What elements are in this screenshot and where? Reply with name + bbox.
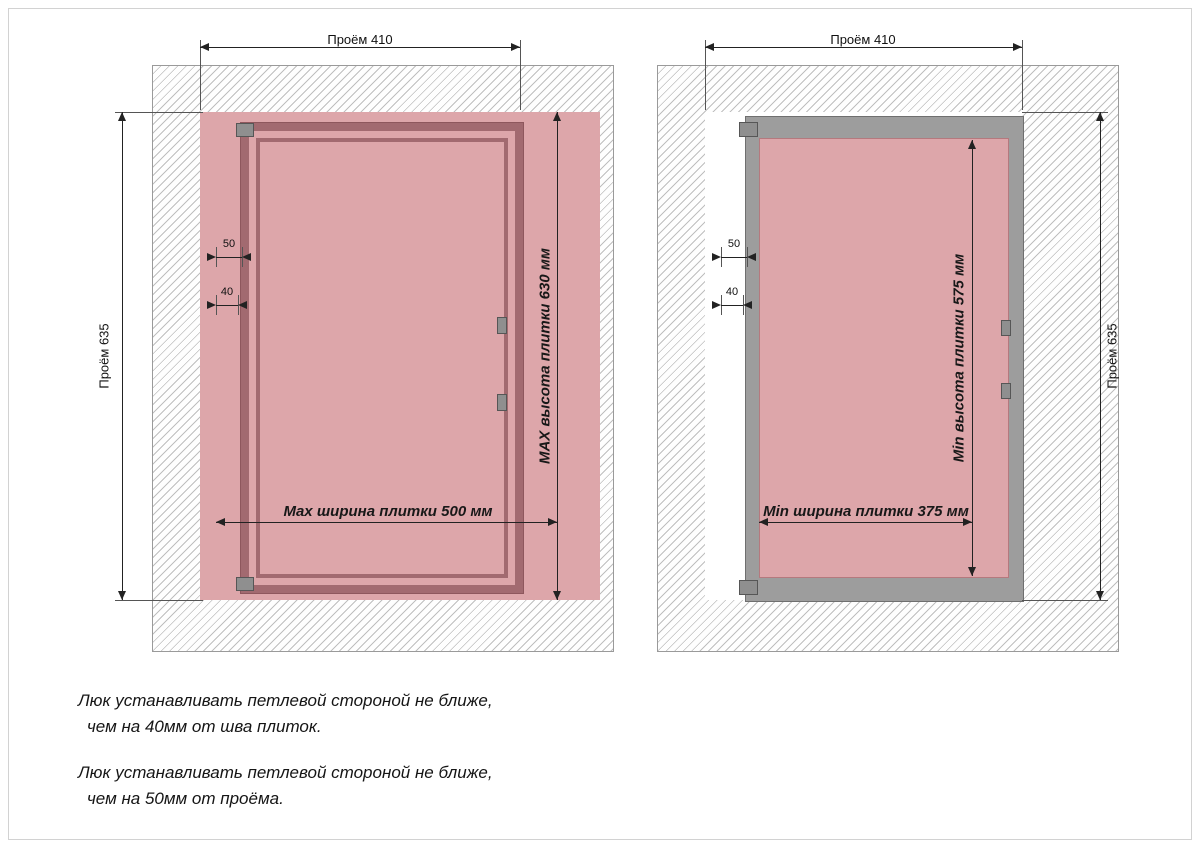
handle-top: [497, 317, 507, 334]
dim-label-hinge-offset: 50: [727, 238, 741, 250]
dim-label-tile-width: Min ширина плитки 375 мм: [763, 503, 969, 520]
dim-line-seam-offset: [216, 305, 238, 306]
dim-arrow: [963, 518, 972, 526]
handle-bottom: [1001, 383, 1011, 399]
dim-arrow: [712, 301, 721, 309]
extension-line: [520, 40, 521, 110]
dim-arrow: [200, 43, 209, 51]
extension-line: [1022, 40, 1023, 110]
note-line: Люк устанавливать петлевой стороной не б…: [78, 763, 493, 782]
tile-panel: [759, 138, 1009, 578]
dim-line-seam-offset: [721, 305, 743, 306]
dim-arrow: [207, 253, 216, 261]
note-seam-offset: Люк устанавливать петлевой стороной не б…: [78, 688, 493, 740]
dim-arrow: [759, 518, 768, 526]
extension-line: [115, 112, 203, 113]
dim-arrow: [118, 112, 126, 121]
dim-arrow: [553, 112, 561, 121]
dim-arrow: [242, 253, 251, 261]
dim-label-opening-width: Проём 410: [327, 32, 393, 47]
dim-arrow: [968, 140, 976, 149]
dim-label-hinge-offset: 50: [222, 238, 236, 250]
dim-arrow: [743, 301, 752, 309]
door-panel: [256, 138, 508, 578]
dim-line-opening-height: [1100, 112, 1101, 600]
dim-arrow: [511, 43, 520, 51]
extension-line: [705, 40, 706, 110]
extension-line: [200, 40, 201, 110]
dim-line-opening-width: [200, 47, 520, 48]
dim-line-tile-height: [972, 140, 973, 576]
hinge-top: [739, 122, 758, 137]
dim-arrow: [216, 518, 225, 526]
handle-top: [1001, 320, 1011, 336]
extension-line: [115, 600, 203, 601]
dim-line-opening-height: [122, 112, 123, 600]
dim-arrow: [548, 518, 557, 526]
extension-line: [1022, 600, 1108, 601]
dim-label-tile-width: Max ширина плитки 500 мм: [283, 503, 493, 520]
note-line: Люк устанавливать петлевой стороной не б…: [78, 691, 493, 710]
hinge-bottom: [739, 580, 758, 595]
dim-arrow: [238, 301, 247, 309]
dim-label-tile-height: MAX высота плитки 630 мм: [536, 247, 554, 465]
dim-label-opening-height: Проём 635: [96, 323, 112, 389]
extension-line: [1022, 112, 1108, 113]
dim-arrow: [1096, 591, 1104, 600]
dim-arrow: [118, 591, 126, 600]
dim-arrow: [705, 43, 714, 51]
dim-label-tile-height: Min высота плитки 575 мм: [950, 253, 968, 463]
dim-arrow: [968, 567, 976, 576]
hinge-top: [236, 123, 254, 137]
dim-line-tile-width: [759, 522, 972, 523]
note-opening-offset: Люк устанавливать петлевой стороной не б…: [78, 760, 493, 812]
hatch-door-frame: [240, 122, 524, 594]
dim-label-seam-offset: 40: [220, 286, 234, 298]
dim-arrow: [1096, 112, 1104, 121]
dim-arrow: [1013, 43, 1022, 51]
dim-line-hinge-offset: [216, 257, 242, 258]
dim-line-tile-width: [216, 522, 557, 523]
note-line: чем на 40мм от шва плиток.: [87, 717, 322, 736]
dim-line-tile-height: [557, 112, 558, 600]
dim-arrow: [207, 301, 216, 309]
dim-line-opening-width: [705, 47, 1022, 48]
dim-label-opening-width: Проём 410: [830, 32, 896, 47]
dim-label-seam-offset: 40: [725, 286, 739, 298]
dim-arrow: [712, 253, 721, 261]
note-line: чем на 50мм от проёма.: [87, 789, 284, 808]
dim-arrow: [553, 591, 561, 600]
dim-label-opening-height: Проём 635: [1104, 323, 1120, 389]
hinge-bottom: [236, 577, 254, 591]
dim-line-hinge-offset: [721, 257, 747, 258]
handle-bottom: [497, 394, 507, 411]
dim-arrow: [747, 253, 756, 261]
